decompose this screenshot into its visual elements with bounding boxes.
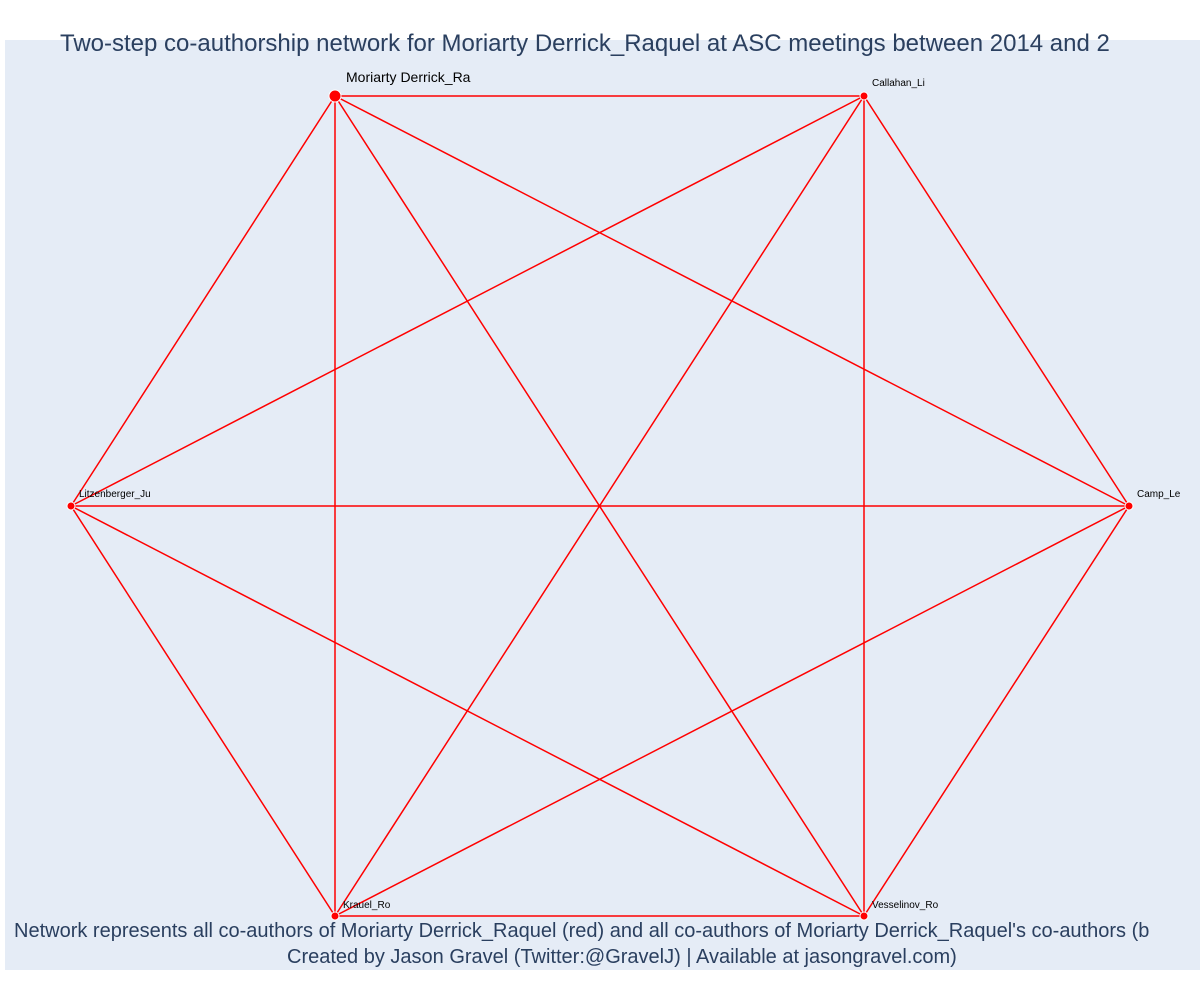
node-callahan[interactable] [859, 91, 869, 101]
edges-layer [70, 95, 1130, 917]
node-label-callahan: Callahan_Li [872, 78, 925, 89]
node-camp[interactable] [1124, 501, 1134, 511]
node-moriarty[interactable] [328, 89, 342, 103]
figure-caption: Network represents all co-authors of Mor… [14, 918, 1200, 970]
node-label-moriarty: Moriarty Derrick_Ra [346, 69, 471, 85]
node-krauel[interactable] [330, 911, 340, 921]
chart-title: Two-step co-authorship network for Moria… [60, 30, 1110, 57]
node-litzenberger[interactable] [66, 501, 76, 511]
node-label-camp: Camp_Le [1137, 489, 1181, 500]
node-label-vesselinov: Vesselinov_Ro [872, 900, 939, 911]
edge-camp-krauel [334, 505, 1130, 917]
node-label-litzenberger: Litzenberger_Ju [79, 489, 151, 500]
edge-krauel-litzenberger [70, 505, 336, 917]
caption-line-1: Network represents all co-authors of Mor… [14, 920, 1150, 942]
edge-moriarty-litzenberger [70, 95, 336, 507]
node-vesselinov[interactable] [859, 911, 869, 921]
plot-area [5, 40, 1200, 970]
edge-camp-vesselinov [863, 505, 1130, 917]
nodes-layer [66, 89, 1134, 921]
edge-callahan-camp [863, 95, 1130, 507]
edge-callahan-litzenberger [70, 95, 865, 507]
node-label-krauel: Krauel_Ro [343, 900, 391, 911]
caption-line-2: Created by Jason Gravel (Twitter:@Gravel… [287, 946, 957, 968]
edge-vesselinov-litzenberger [70, 505, 865, 917]
